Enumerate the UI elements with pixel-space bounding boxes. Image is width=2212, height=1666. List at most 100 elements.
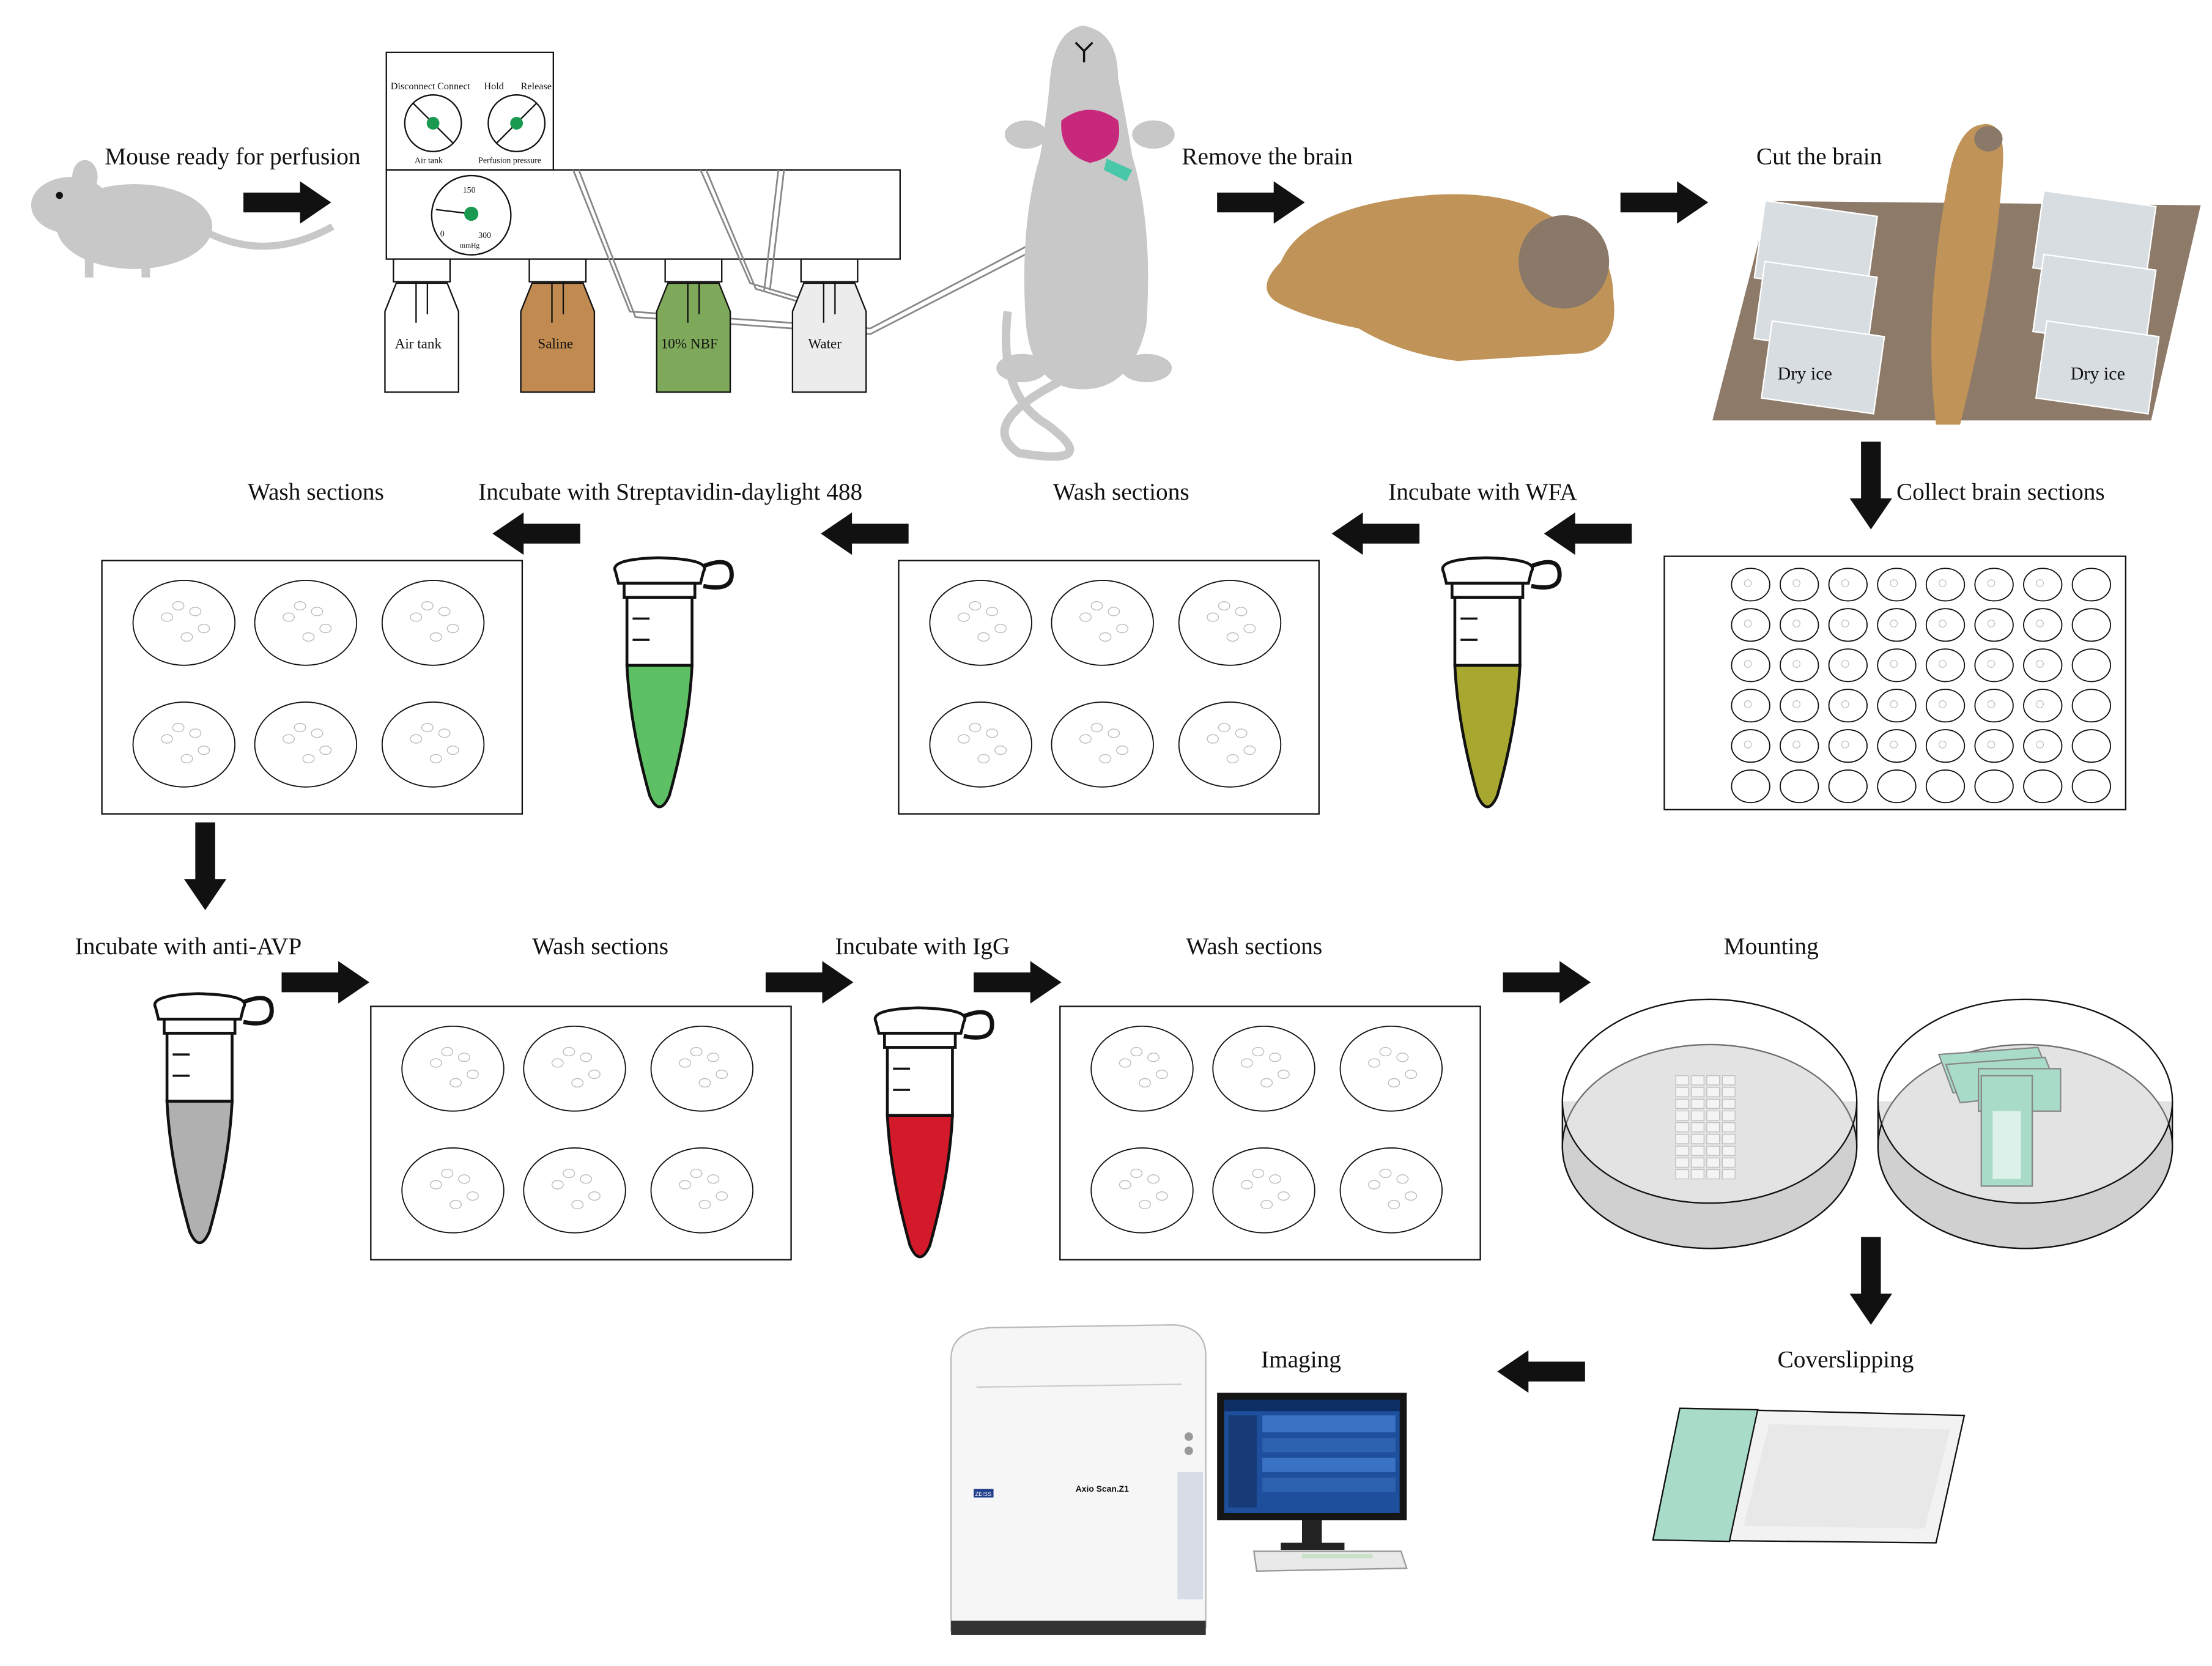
well [1877,568,1917,602]
well [523,1025,626,1112]
tissue-section [1939,700,1947,708]
tissue-section [1939,741,1947,749]
microcentrifuge-tube-icon [1441,556,1562,809]
scale-300-label: 300 [478,231,491,240]
tissue-section [1939,579,1947,587]
tissue-section [1792,700,1800,708]
mounted-section [1722,1087,1736,1097]
arrow-icon [281,961,369,1004]
tissue-section [438,607,451,616]
tube-lid [613,556,706,585]
6-well-plate-icon [370,1005,792,1261]
tube-liquid [1453,664,1522,809]
tube-collar [883,1032,957,1049]
tissue-section [1079,612,1092,622]
well [1828,729,1868,763]
well [1974,648,2014,683]
brain-cutting-board-icon [1712,124,2201,425]
mounting-label: Mounting [1724,933,1819,960]
tube-lid [153,992,246,1021]
tube-collar [163,1017,237,1035]
well [1828,769,1868,804]
well [254,702,358,788]
tube-lid [1441,556,1534,585]
tissue-section [421,722,434,733]
tissue-section [1396,1053,1409,1062]
well [1974,769,2014,804]
tissue-section [679,1180,691,1190]
tissue-section [1155,1191,1168,1201]
tube-collar [623,582,697,599]
tissue-section [588,1191,601,1201]
bottle-water-label: Water [808,336,842,352]
well [381,702,485,788]
tissue-section [1379,1046,1392,1057]
well [1925,568,1966,602]
tissue-section [1130,1168,1143,1179]
mounted-section [1706,1098,1720,1109]
well [1877,729,1917,763]
tissue-section [1890,660,1898,668]
well [1828,568,1868,602]
arrow-icon [821,512,909,555]
tissue-section [294,722,306,733]
mounted-section [1722,1075,1736,1086]
well [1051,580,1154,666]
well [1090,1025,1194,1112]
petri-dish-icon [1877,998,2173,1250]
petri-dish-icon [1561,998,1858,1250]
tissue-section [698,1199,711,1210]
well [1877,648,1917,683]
well [1780,568,1819,602]
tissue-section [1147,1174,1160,1184]
tissue-section [161,734,174,744]
well [1877,689,1917,723]
igg-label: Incubate with IgG [835,933,1010,960]
tissue-section [1792,620,1800,628]
tissue-section [1243,745,1256,755]
well [1731,608,1770,642]
well [1731,769,1770,804]
tissue-section [994,745,1007,755]
tissue-section [1987,579,1996,587]
tissue-section [1368,1180,1380,1190]
tissue-section [716,1191,728,1201]
well [1828,608,1868,642]
tissue-section [1240,1180,1253,1190]
tissue-section [2036,741,2044,749]
well [1925,729,1966,763]
tissue-section [1841,700,1849,708]
tissue-section [1218,601,1230,611]
tissue-section [1841,660,1849,668]
computer-monitor-icon [1217,1393,1408,1572]
tissue-section [161,612,174,622]
well [650,1025,754,1112]
rat-perfusion-icon [996,25,1175,461]
tissue-section [1269,1053,1281,1062]
well [1780,769,1819,804]
tissue-section [551,1058,564,1068]
tissue-section [1939,660,1947,668]
connect-label: Connect [437,81,470,92]
tissue-section [1368,1058,1380,1068]
well [1780,608,1819,642]
mounted-section [1722,1157,1736,1168]
arrow-icon [1497,1350,1585,1393]
well [1731,648,1770,683]
tissue-section [1841,741,1849,749]
tissue-section [189,607,202,616]
slide-scanner-icon [950,1324,1207,1635]
well [2071,769,2112,804]
tissue-section [1116,623,1129,634]
6-well-plate-icon [1059,1005,1481,1261]
tissue-section [1108,607,1120,616]
arrow-icon [492,512,580,555]
arrow-icon [1544,512,1632,555]
tissue-section [1243,623,1256,634]
arrow-icon [765,961,854,1004]
tissue-section [2036,620,2044,628]
tissue-section [302,632,315,642]
tissue-section [429,1058,442,1068]
arrow-icon [183,822,227,911]
well [1178,702,1282,788]
